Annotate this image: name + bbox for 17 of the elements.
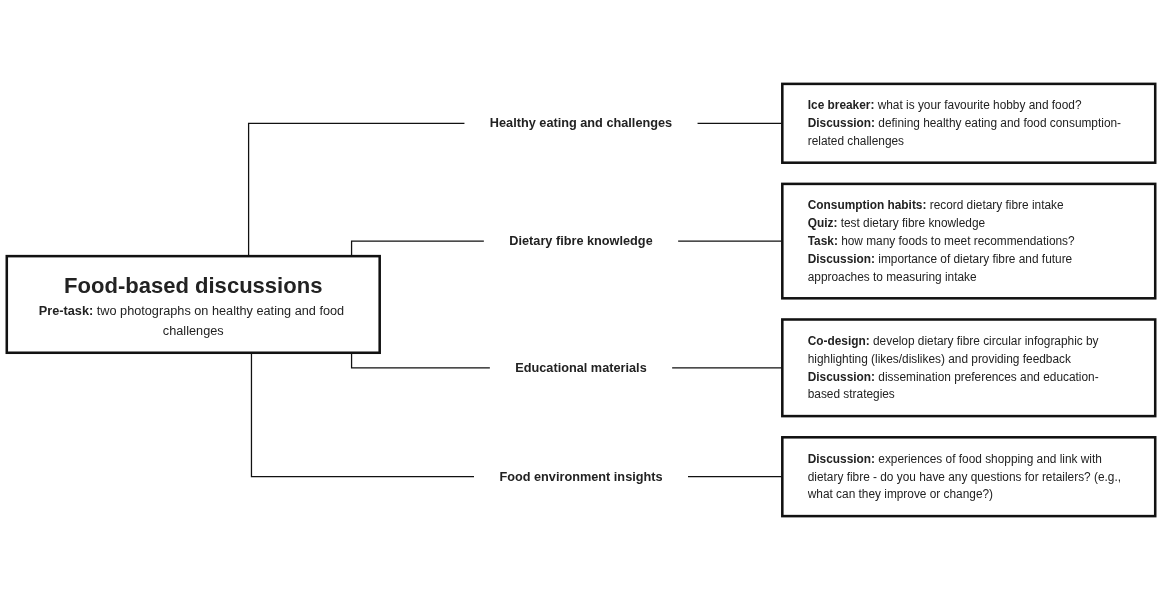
node-box: Discussion: experiences of food shopping and link with dietary fibre - do you have any questions for retailers? (e.g., what can they improve or change?) (781, 436, 1157, 518)
node-text: Educational materials (515, 359, 647, 375)
node-box: Consumption habits: record dietary fibre intake Quiz: test dietary fibre knowledge Task: how many foods to meet recommendations? Discussion: importance of dietary fibre and future approaches to measuring intake (781, 182, 1157, 300)
node-box: Co-design: develop dietary fibre circular infographic by highlighting (likes/dislikes) and providing feedback Discussion: dissemination preferences and education-based strategies (781, 318, 1157, 418)
node-text: Food environment insights (499, 468, 663, 484)
node-text: Dietary fibre knowledge (509, 233, 653, 248)
node-text: Healthy eating and challenges (489, 115, 673, 130)
connector (247, 122, 466, 257)
connector (250, 352, 475, 478)
connector (671, 367, 783, 369)
connector (350, 240, 485, 257)
connector (687, 476, 783, 478)
node-box: Ice breaker: what is your favourite hobby and food? Discussion: defining healthy eating and food consumption-related challenges (781, 82, 1157, 164)
connector (696, 122, 783, 124)
connector (350, 352, 491, 369)
node-box: Food-based discussions Pre-task: two photographs on healthy eating and food challenges (5, 254, 381, 355)
connector (677, 240, 783, 242)
